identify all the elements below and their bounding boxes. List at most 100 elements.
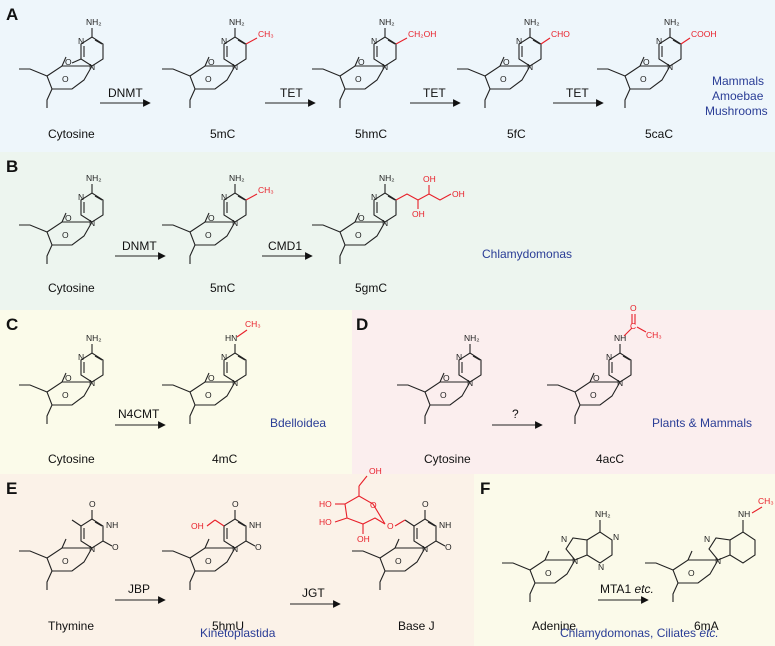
enzyme-label: JBP	[128, 582, 150, 596]
svg-text:NH₂: NH₂	[464, 333, 480, 343]
svg-text:O: O	[208, 213, 215, 223]
panel-c-bg	[0, 310, 352, 474]
panel-label-f: F	[480, 479, 490, 498]
enzyme-label: TET	[280, 86, 303, 100]
molecule-4acc: NH C O CH₃ N N O O	[546, 303, 662, 425]
svg-text:CH₃: CH₃	[258, 185, 274, 195]
panel-d-bg	[352, 310, 775, 474]
svg-text:N: N	[704, 534, 710, 544]
svg-text:O: O	[62, 556, 69, 566]
enzyme-label: CMD1	[268, 239, 302, 253]
compound-name: 5mC	[210, 281, 236, 295]
svg-text:N: N	[232, 62, 238, 72]
svg-text:C: C	[630, 321, 636, 331]
molecule-5hmu: O OH NH O N O	[161, 499, 262, 591]
svg-text:NH₂: NH₂	[664, 17, 680, 27]
svg-text:N: N	[598, 562, 604, 572]
svg-text:O: O	[62, 390, 69, 400]
svg-text:NH₂: NH₂	[229, 173, 245, 183]
compound-name: Adenine	[532, 619, 576, 633]
molecule-5hmc: NH₂ N N O CH₂OH O	[311, 17, 436, 109]
svg-text:OH: OH	[423, 174, 436, 184]
svg-text:O: O	[65, 213, 72, 223]
organism-label: Plants & Mammals	[652, 416, 752, 430]
molecule-adenine: NH₂ N N N N O	[501, 509, 619, 603]
panel-a-bg	[0, 0, 775, 152]
organism-label: Mushrooms	[705, 104, 768, 118]
compound-name: Cytosine	[48, 127, 95, 141]
enzyme-label: N4CMT	[118, 407, 160, 421]
svg-text:OH: OH	[452, 189, 465, 199]
enzyme-label: TET	[423, 86, 446, 100]
svg-text:NH: NH	[614, 333, 626, 343]
compound-name: 5mC	[210, 127, 236, 141]
svg-text:O: O	[89, 499, 96, 509]
svg-text:O: O	[205, 556, 212, 566]
enzyme-label: DNMT	[108, 86, 143, 100]
svg-text:HO: HO	[319, 499, 332, 509]
organism-label: Bdelloidea	[270, 416, 326, 430]
svg-text:NH₂: NH₂	[595, 509, 611, 519]
svg-text:O: O	[688, 568, 695, 578]
molecule-thymine: O NH O N O	[18, 499, 119, 591]
svg-text:HO: HO	[319, 517, 332, 527]
panel-label-d: D	[356, 315, 368, 334]
svg-text:O: O	[112, 542, 119, 552]
svg-text:CHO: CHO	[551, 29, 570, 39]
svg-text:O: O	[500, 74, 507, 84]
svg-text:O: O	[643, 57, 650, 67]
svg-text:N: N	[422, 544, 428, 554]
svg-text:N: N	[89, 218, 95, 228]
svg-text:COOH: COOH	[691, 29, 717, 39]
enzyme-label: MTA1 etc.	[600, 582, 654, 596]
svg-text:O: O	[545, 568, 552, 578]
panel-label-e: E	[6, 479, 17, 498]
svg-text:CH₃: CH₃	[646, 330, 662, 340]
compound-name: Cytosine	[48, 452, 95, 466]
svg-text:O: O	[355, 74, 362, 84]
svg-text:N: N	[656, 36, 662, 46]
molecule-cytosine-b: NH₂ N N O O	[18, 173, 104, 265]
svg-text:O: O	[440, 390, 447, 400]
svg-text:N: N	[232, 378, 238, 388]
svg-text:O: O	[358, 57, 365, 67]
svg-text:N: N	[221, 352, 227, 362]
svg-text:N: N	[371, 36, 377, 46]
compound-name: 5gmC	[355, 281, 387, 295]
svg-text:HN: HN	[225, 333, 237, 343]
svg-text:O: O	[205, 390, 212, 400]
svg-text:NH: NH	[249, 520, 261, 530]
svg-text:O: O	[445, 542, 452, 552]
svg-text:NH: NH	[738, 509, 750, 519]
svg-text:N: N	[456, 352, 462, 362]
svg-text:CH₂OH: CH₂OH	[408, 29, 436, 39]
svg-text:O: O	[355, 230, 362, 240]
compound-name: 6mA	[694, 619, 719, 633]
svg-text:N: N	[516, 36, 522, 46]
svg-text:N: N	[89, 378, 95, 388]
svg-text:O: O	[62, 74, 69, 84]
svg-text:OH: OH	[357, 534, 370, 544]
compound-name: Thymine	[48, 619, 94, 633]
svg-text:N: N	[617, 378, 623, 388]
compound-name: Base J	[398, 619, 435, 633]
molecule-5gmc: NH₂ N N O OH OH OH O	[311, 173, 465, 265]
svg-text:N: N	[667, 62, 673, 72]
svg-text:N: N	[78, 192, 84, 202]
compound-name: Cytosine	[48, 281, 95, 295]
panel-e-bg	[0, 474, 474, 646]
organism-label: Kinetoplastida	[200, 626, 276, 640]
svg-text:OH: OH	[191, 521, 204, 531]
svg-text:N: N	[89, 544, 95, 554]
enzyme-label: DNMT	[122, 239, 157, 253]
svg-text:O: O	[593, 373, 600, 383]
svg-text:NH₂: NH₂	[86, 173, 102, 183]
molecule-cytosine-c: NH₂ N N O O	[18, 333, 104, 425]
enzyme-label: ?	[512, 407, 519, 421]
panel-label-b: B	[6, 157, 18, 176]
compound-name: 4mC	[212, 452, 238, 466]
compound-name: 5caC	[645, 127, 673, 141]
svg-text:O: O	[387, 521, 394, 531]
svg-text:CH₃: CH₃	[245, 319, 261, 329]
